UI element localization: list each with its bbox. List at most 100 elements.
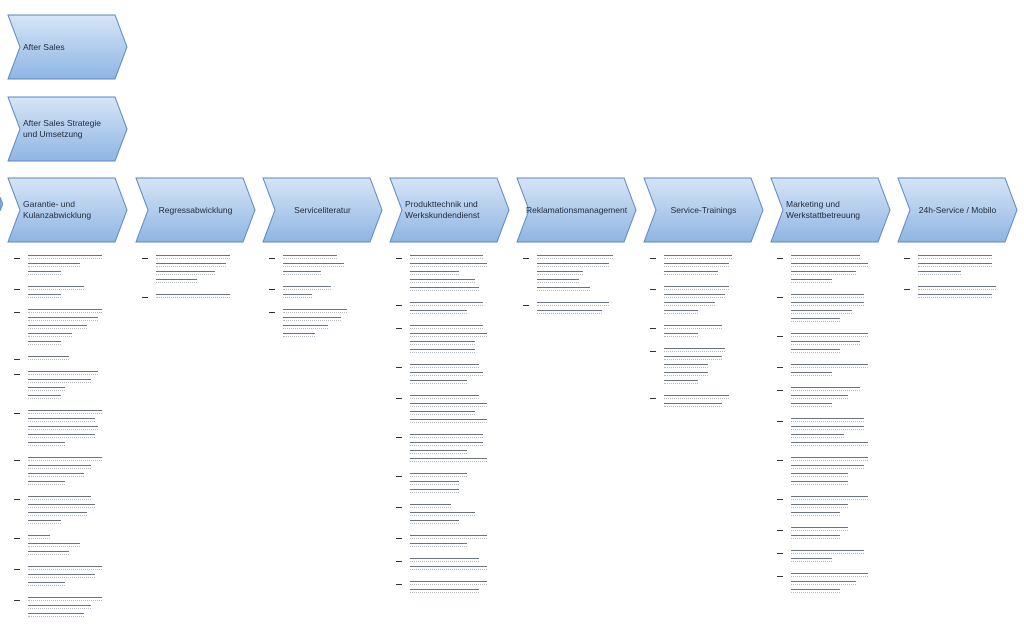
illegible-text-line bbox=[791, 535, 840, 539]
chevron-after-sales-strategie[interactable]: After Sales Strategie und Umsetzung bbox=[7, 96, 128, 162]
illegible-text-line bbox=[28, 504, 95, 508]
illegible-text-line bbox=[410, 411, 475, 415]
illegible-text-line bbox=[410, 302, 483, 306]
bullet-marker-icon bbox=[777, 550, 783, 554]
bullet-marker-icon bbox=[14, 371, 20, 375]
bullet-marker-icon bbox=[14, 535, 20, 539]
bullet-marker-icon bbox=[14, 286, 20, 290]
chevron-step-7[interactable]: Marketing und Werkstattbetreuung bbox=[770, 177, 891, 243]
chevron-step-6[interactable]: Service-Trainings bbox=[643, 177, 764, 243]
chevron-label: After Sales Strategie und Umsetzung bbox=[23, 118, 101, 139]
illegible-text-line bbox=[918, 286, 996, 290]
bullet-item bbox=[396, 581, 491, 597]
illegible-text-line bbox=[791, 496, 868, 500]
illegible-text-line bbox=[28, 481, 65, 485]
chevron-step-4[interactable]: Produkttechnik und Werkskundendienst bbox=[389, 177, 510, 243]
bullet-marker-icon bbox=[142, 294, 148, 298]
illegible-text-line bbox=[283, 286, 331, 290]
chevron-label: Reklamationsmanagement bbox=[525, 204, 628, 215]
illegible-text-line bbox=[791, 263, 868, 267]
illegible-text-line bbox=[918, 263, 993, 267]
illegible-text-line bbox=[410, 372, 483, 376]
illegible-text-line bbox=[664, 364, 709, 368]
illegible-text-line bbox=[664, 263, 729, 267]
illegible-text-line bbox=[410, 558, 479, 562]
chevron-shape bbox=[7, 177, 128, 243]
illegible-text-line bbox=[664, 348, 726, 352]
illegible-text-line bbox=[283, 317, 341, 321]
illegible-text-line bbox=[791, 372, 832, 376]
illegible-text-line bbox=[28, 512, 88, 516]
illegible-text-line bbox=[791, 387, 860, 391]
step-2-details bbox=[142, 255, 230, 309]
illegible-text-line bbox=[410, 589, 479, 593]
illegible-text-line bbox=[28, 410, 102, 414]
chevron-shape bbox=[262, 177, 383, 243]
bullet-item bbox=[523, 302, 613, 318]
bullet-item bbox=[396, 535, 491, 551]
illegible-text-line bbox=[410, 450, 467, 454]
bullet-marker-icon bbox=[396, 558, 402, 562]
illegible-text-line bbox=[410, 325, 483, 329]
illegible-text-line bbox=[537, 263, 610, 267]
illegible-text-line bbox=[28, 566, 102, 570]
illegible-text-line bbox=[28, 379, 91, 383]
illegible-text-line bbox=[537, 302, 610, 306]
illegible-text-line bbox=[28, 255, 102, 259]
bullet-marker-icon bbox=[396, 434, 402, 438]
bullet-item bbox=[396, 434, 491, 466]
bullet-marker-icon bbox=[396, 535, 402, 539]
bullet-item bbox=[396, 364, 491, 388]
chevron-step-3[interactable]: Serviceliteratur bbox=[262, 177, 383, 243]
bullet-item bbox=[269, 309, 347, 341]
bullet-marker-icon bbox=[650, 395, 656, 399]
illegible-text-line bbox=[283, 325, 328, 329]
chevron-shape bbox=[770, 177, 891, 243]
illegible-text-line bbox=[410, 279, 475, 283]
illegible-text-line bbox=[28, 434, 95, 438]
illegible-text-line bbox=[791, 255, 860, 259]
illegible-text-line bbox=[283, 263, 344, 267]
illegible-text-line bbox=[28, 520, 62, 524]
bullet-item bbox=[396, 255, 491, 295]
illegible-text-line bbox=[410, 255, 483, 259]
illegible-text-line bbox=[28, 271, 62, 275]
illegible-text-line bbox=[283, 271, 322, 275]
bullet-marker-icon bbox=[269, 286, 275, 290]
bullet-marker-icon bbox=[14, 410, 20, 414]
chevron-step-1[interactable]: Garantie- und Kulanzabwicklung bbox=[7, 177, 128, 243]
bullet-item bbox=[777, 496, 872, 520]
illegible-text-line bbox=[28, 496, 91, 500]
illegible-text-line bbox=[410, 566, 487, 570]
bullet-marker-icon bbox=[396, 395, 402, 399]
chevron-label: Service-Trainings bbox=[670, 204, 737, 215]
bullet-marker-icon bbox=[777, 496, 783, 500]
illegible-text-line bbox=[156, 255, 230, 259]
illegible-text-line bbox=[410, 581, 487, 585]
illegible-text-line bbox=[28, 442, 65, 446]
illegible-text-line bbox=[791, 473, 848, 477]
illegible-text-line bbox=[410, 520, 459, 524]
bullet-marker-icon bbox=[777, 387, 783, 391]
illegible-text-line bbox=[664, 255, 732, 259]
chevron-step-8[interactable]: 24h-Service / Mobilo bbox=[897, 177, 1018, 243]
illegible-text-line bbox=[791, 512, 840, 516]
chevron-after-sales[interactable]: After Sales bbox=[7, 14, 128, 80]
bullet-item bbox=[142, 255, 230, 287]
illegible-text-line bbox=[664, 356, 722, 360]
bullet-item bbox=[904, 286, 996, 302]
bullet-marker-icon bbox=[777, 364, 783, 368]
bullet-marker-icon bbox=[777, 294, 783, 298]
chevron-step-2[interactable]: Regressabwicklung bbox=[135, 177, 256, 243]
chevron-shape bbox=[135, 177, 256, 243]
illegible-text-line bbox=[28, 543, 80, 547]
bullet-item bbox=[777, 387, 872, 411]
bullet-marker-icon bbox=[14, 356, 20, 360]
illegible-text-line bbox=[537, 271, 583, 275]
chevron-step-5[interactable]: Reklamationsmanagement bbox=[516, 177, 637, 243]
illegible-text-line bbox=[28, 535, 51, 539]
illegible-text-line bbox=[283, 333, 315, 337]
bullet-marker-icon bbox=[396, 364, 402, 368]
chevron-label: Marketing und Werkstattbetreuung bbox=[786, 199, 861, 220]
illegible-text-line bbox=[918, 271, 961, 275]
